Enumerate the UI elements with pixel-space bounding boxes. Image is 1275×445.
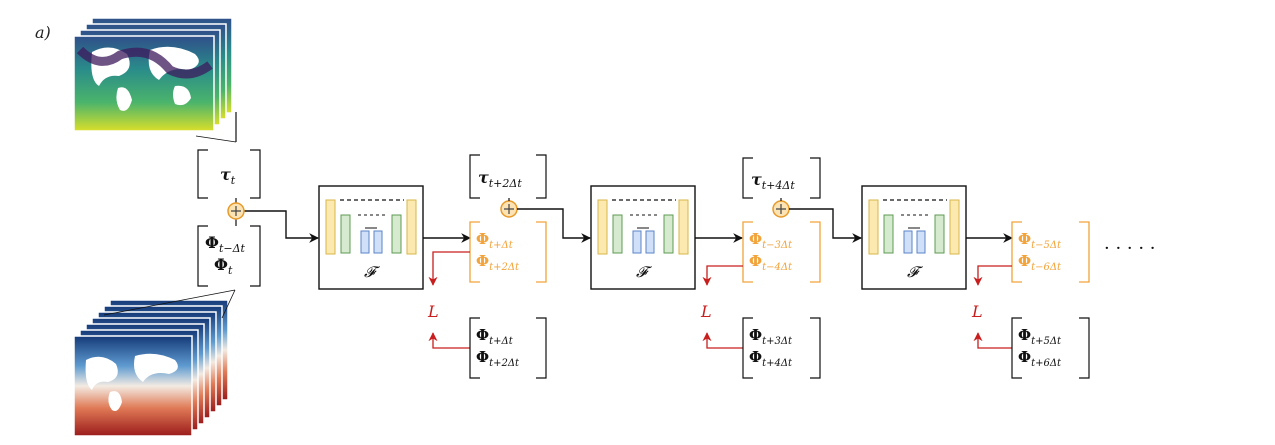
svg-text:Φt−3Δt: Φt−3Δt <box>749 230 793 251</box>
stage-3-target-symbol-2: Φ <box>1018 348 1031 366</box>
stage-1-target-subscript-2: t+2Δt <box>489 358 520 369</box>
svg-text:Φt+Δt: Φt+Δt <box>476 230 514 251</box>
stage-2-prediction-symbol-1: Φ <box>749 230 762 248</box>
forcing-map-stack <box>73 17 233 132</box>
stage-1-prediction-subscript-2: t+2Δt <box>489 262 520 273</box>
panel-label: a) <box>35 23 51 42</box>
stage-2-forcing-symbol: τ <box>751 170 762 189</box>
forcing-input-symbol: τ <box>220 165 231 184</box>
stage-3-prediction-subscript-2: t−6Δt <box>1031 262 1062 273</box>
svg-text:Φt−6Δt: Φt−6Δt <box>1018 252 1062 273</box>
stage-3-target-subscript-2: t+6Δt <box>1031 358 1062 369</box>
stage-1-forcing-subscript: t+2Δt <box>489 177 523 190</box>
stage-3-prediction-symbol-1: Φ <box>1018 230 1031 248</box>
network-block-3: 𝓕 <box>861 185 967 290</box>
stage-3-loss-label: L <box>971 302 983 321</box>
stage-3-target-symbol-1: Φ <box>1018 326 1031 344</box>
svg-text:Φt+4Δt: Φt+4Δt <box>749 348 793 369</box>
stage-2-target-subscript-2: t+4Δt <box>762 358 793 369</box>
network-block-1: 𝓕 <box>318 185 424 290</box>
svg-text:Φt: Φt <box>214 255 233 277</box>
add-operator-2 <box>500 200 518 218</box>
stage-2-loss-label: L <box>700 302 712 321</box>
stage-2-target-subscript-1: t+3Δt <box>762 336 793 347</box>
svg-text:τt+4Δt: τt+4Δt <box>751 170 795 192</box>
stage-2-forcing-subscript: t+4Δt <box>762 179 796 192</box>
stage-2-prediction-subscript-1: t−3Δt <box>762 240 793 251</box>
stage-1-prediction-symbol-1: Φ <box>476 230 489 248</box>
svg-text:Φt−4Δt: Φt−4Δt <box>749 252 793 273</box>
stage-1-target-symbol-2: Φ <box>476 348 489 366</box>
stage-1-prediction-subscript-1: t+Δt <box>489 240 514 251</box>
stage-3-prediction-symbol-2: Φ <box>1018 252 1031 270</box>
svg-text:Φt+Δt: Φt+Δt <box>476 326 514 347</box>
stage-2-target-symbol-2: Φ <box>749 348 762 366</box>
svg-text:Φt+5Δt: Φt+5Δt <box>1018 326 1062 347</box>
svg-text:Φt+6Δt: Φt+6Δt <box>1018 348 1062 369</box>
stage-3-prediction-subscript-1: t−5Δt <box>1031 240 1062 251</box>
stage-1-prediction-symbol-2: Φ <box>476 252 489 270</box>
stage-1-forcing-symbol: τ <box>478 168 489 187</box>
stage-1-target-symbol-1: Φ <box>476 326 489 344</box>
svg-text:Φt+3Δt: Φt+3Δt <box>749 326 793 347</box>
state-input-symbol-2: Φ <box>214 255 228 274</box>
state-input-subscript-1: t−Δt <box>219 242 246 255</box>
stage-1-target-subscript-1: t+Δt <box>489 336 514 347</box>
stage-1-loss-label: L <box>427 302 439 321</box>
network-block-2: 𝓕 <box>590 185 696 290</box>
state-input-symbol-1: Φ <box>205 233 219 252</box>
state-map-stack <box>73 299 229 437</box>
svg-text:Φt−5Δt: Φt−5Δt <box>1018 230 1062 251</box>
add-operator-3 <box>772 200 790 218</box>
svg-text:Φt−Δt: Φt−Δt <box>205 233 246 255</box>
continuation-ellipsis: · · · · · <box>1104 238 1156 259</box>
svg-text:Φt+2Δt: Φt+2Δt <box>476 348 520 369</box>
add-operator-1 <box>227 202 245 220</box>
svg-text:Φt+2Δt: Φt+2Δt <box>476 252 520 273</box>
forcing-input-subscript: t <box>231 174 236 187</box>
svg-text:τt: τt <box>220 165 236 187</box>
state-input-subscript-2: t <box>228 264 233 277</box>
stage-3-target-subscript-1: t+5Δt <box>1031 336 1062 347</box>
stage-2-prediction-subscript-2: t−4Δt <box>762 262 793 273</box>
stage-2-prediction-symbol-2: Φ <box>749 252 762 270</box>
svg-text:τt+2Δt: τt+2Δt <box>478 168 522 190</box>
stage-2-target-symbol-1: Φ <box>749 326 762 344</box>
